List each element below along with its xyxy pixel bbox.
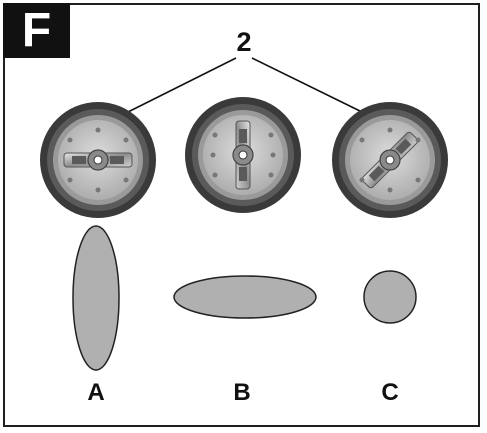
callout-line-right	[251, 57, 363, 113]
pattern-label-c: C	[381, 379, 399, 406]
pattern-b-shape	[173, 275, 317, 319]
wheel-right	[332, 102, 448, 218]
wheel-middle	[185, 97, 301, 213]
callout-number: 2	[236, 27, 252, 57]
pattern-label-a: A	[87, 379, 105, 406]
wheel-left	[40, 102, 156, 218]
callout-line-left	[127, 57, 237, 113]
pattern-c-shape	[363, 270, 417, 324]
callout-lines	[127, 57, 363, 113]
panel-letter: F	[3, 3, 70, 58]
pattern-label-b: B	[233, 379, 251, 406]
pattern-a-shape	[72, 225, 120, 371]
